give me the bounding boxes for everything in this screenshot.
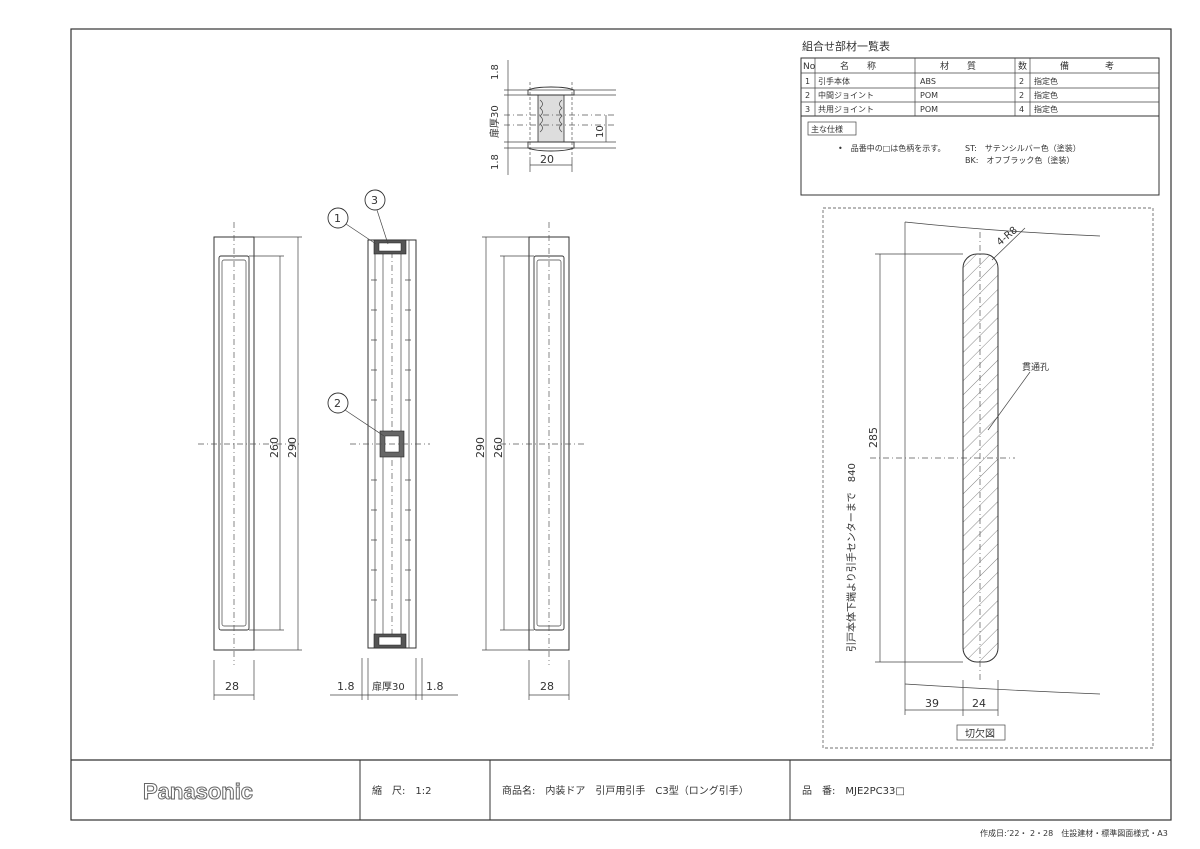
table-row: 1 引手本体 ABS 2 指定色 bbox=[805, 76, 1058, 86]
svg-text:2: 2 bbox=[805, 91, 810, 100]
svg-text:中間ジョイント: 中間ジョイント bbox=[818, 90, 874, 100]
svg-text:指定色: 指定色 bbox=[1034, 90, 1058, 100]
dim-side-1.8b: 1.8 bbox=[426, 680, 444, 693]
dim-back-290: 290 bbox=[474, 437, 487, 458]
title-block: Panasonic 縮 尺: 1:2 商品名: 内装ドア 引戸用引手 C3型（ロ… bbox=[143, 779, 905, 805]
callout-2 bbox=[327, 392, 349, 414]
dim-cut-24: 24 bbox=[972, 697, 986, 710]
part-number: 品 番: MJE2PC33□ bbox=[802, 785, 905, 797]
svg-text:4: 4 bbox=[1019, 105, 1024, 114]
dim-front-260: 260 bbox=[268, 437, 281, 458]
svg-text:2: 2 bbox=[334, 397, 341, 410]
svg-text:3: 3 bbox=[805, 105, 810, 114]
dim-cut-285: 285 bbox=[867, 427, 880, 448]
callout-1 bbox=[327, 207, 349, 229]
header-note: 備 考 bbox=[1060, 60, 1114, 72]
dim-cut-840: 引戸本体下端より引手センターまで 840 bbox=[845, 463, 858, 652]
spec-note: • 品番中の□は色柄を示す。 bbox=[838, 143, 945, 153]
dim-back-260: 260 bbox=[492, 437, 505, 458]
svg-text:ABS: ABS bbox=[920, 77, 936, 86]
svg-text:POM: POM bbox=[920, 91, 938, 100]
dim-top-20: 20 bbox=[540, 153, 554, 166]
header-no: No bbox=[803, 62, 816, 72]
svg-text:引手本体: 引手本体 bbox=[818, 76, 850, 86]
svg-text:2: 2 bbox=[1019, 91, 1024, 100]
front-view: 260 290 28 bbox=[198, 222, 302, 700]
dim-top-door: 扉厚30 bbox=[488, 105, 501, 138]
footer-note: 作成日:’22・ 2・28 住設建材・標準図面様式・A3 bbox=[980, 828, 1168, 838]
section-detail: 1.8 扉厚30 1.8 10 20 bbox=[488, 60, 616, 175]
svg-text:1: 1 bbox=[334, 212, 341, 225]
scale-text: 縮 尺: 1:2 bbox=[372, 784, 431, 797]
color-bk: BK: オフブラック色（塗装） bbox=[965, 155, 1074, 165]
panasonic-logo: Panasonic bbox=[143, 779, 253, 804]
dim-back-28: 28 bbox=[540, 680, 554, 693]
side-view: 1.8 扉厚30 1.8 1 3 2 bbox=[327, 189, 458, 700]
through-hole-label: 貫通孔 bbox=[1022, 362, 1049, 373]
cutout-drawing: 4-R8 285 引戸本体下端より引手センターまで 840 39 24 貫通孔 … bbox=[822, 207, 1154, 749]
svg-text:POM: POM bbox=[920, 105, 938, 114]
parts-table: 組合せ部材一覧表 No 名 称 材 質 数 備 考 1 引手本体 ABS 2 指… bbox=[800, 39, 1160, 196]
svg-text:指定色: 指定色 bbox=[1034, 76, 1058, 86]
dim-top-10: 10 bbox=[595, 125, 606, 138]
svg-text:指定色: 指定色 bbox=[1034, 104, 1058, 114]
header-material: 材 質 bbox=[940, 60, 976, 72]
dim-side-1.8a: 1.8 bbox=[337, 680, 355, 693]
sheet-border bbox=[70, 28, 1172, 821]
back-view: 290 260 28 bbox=[474, 222, 585, 700]
dim-top-1.8b: 1.8 bbox=[490, 154, 501, 170]
table-row: 2 中間ジョイント POM 2 指定色 bbox=[805, 90, 1058, 100]
table-row: 3 共用ジョイント POM 4 指定色 bbox=[805, 104, 1058, 114]
dim-front-28: 28 bbox=[225, 680, 239, 693]
color-st: ST: サテンシルバー色（塗装） bbox=[965, 143, 1081, 153]
svg-text:1: 1 bbox=[805, 77, 810, 86]
callout-3 bbox=[364, 189, 386, 211]
parts-table-title: 組合せ部材一覧表 bbox=[802, 39, 890, 53]
cutout-caption: 切欠図 bbox=[965, 727, 995, 740]
svg-text:2: 2 bbox=[1019, 77, 1024, 86]
dim-front-290: 290 bbox=[286, 437, 299, 458]
dim-side-door: 扉厚30 bbox=[372, 680, 405, 693]
dim-top-1.8a: 1.8 bbox=[490, 64, 501, 80]
spec-label: 主な仕様 bbox=[811, 124, 843, 134]
svg-text:3: 3 bbox=[371, 194, 378, 207]
product-name: 商品名: 内装ドア 引戸用引手 C3型（ロング引手） bbox=[502, 784, 749, 797]
dim-cut-39: 39 bbox=[925, 697, 939, 710]
header-qty: 数 bbox=[1018, 60, 1027, 72]
header-name: 名 称 bbox=[840, 60, 876, 72]
svg-text:共用ジョイント: 共用ジョイント bbox=[818, 105, 874, 114]
